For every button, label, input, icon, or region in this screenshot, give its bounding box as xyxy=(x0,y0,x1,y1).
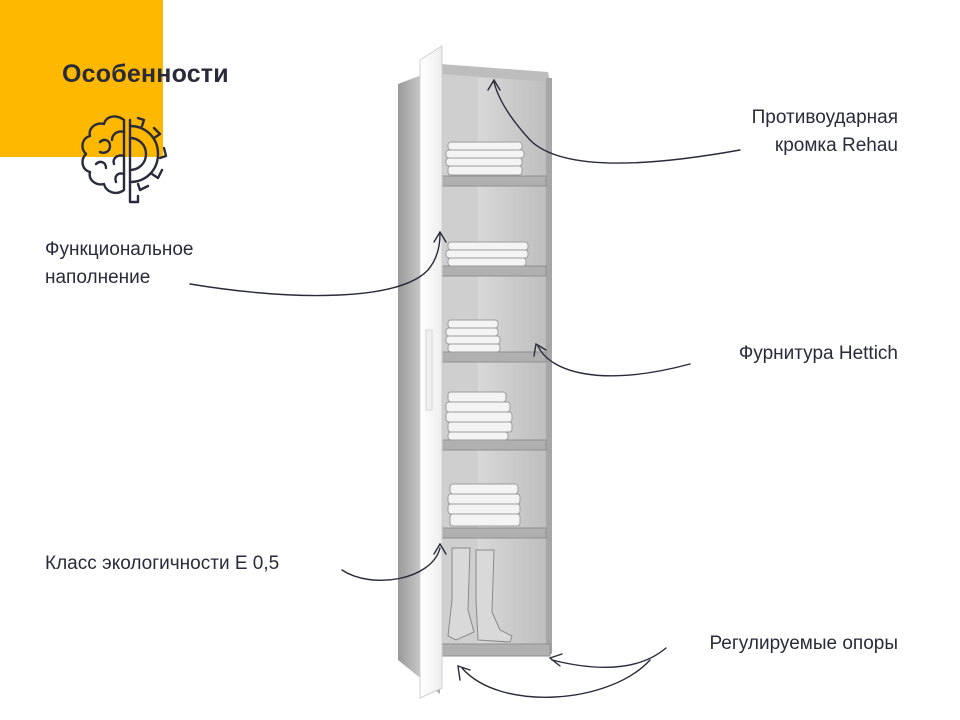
top-panel xyxy=(440,64,550,82)
clothes-stack-5-item xyxy=(447,493,521,505)
clothes-stack-2-item xyxy=(445,249,529,259)
clothes-stack-4-item xyxy=(445,401,511,413)
callout-hettich-hardware: Фурнитура Hettich xyxy=(738,343,898,364)
clothes-stack-3-item xyxy=(445,335,501,345)
clothes-stack-5-item xyxy=(447,503,521,515)
door-handle xyxy=(425,329,433,411)
clothes-stack-3-item xyxy=(447,343,501,353)
callout-functional-filling: Функциональное наполнение xyxy=(45,239,194,288)
bottom-shelf xyxy=(441,643,551,657)
boot-right xyxy=(475,549,513,643)
callout-impact-edge: Противоударная кромка Rehau xyxy=(751,107,898,156)
shelf-3 xyxy=(441,351,547,363)
page-title: Особенности xyxy=(62,60,229,88)
clothes-stack-3-item xyxy=(447,319,499,329)
shelf-1 xyxy=(441,175,547,187)
clothes-stack-1-item xyxy=(447,141,523,151)
right-edge xyxy=(546,78,552,654)
clothes-stack-4-item xyxy=(445,411,513,423)
shelf-2 xyxy=(441,265,547,277)
brain-gear-icon xyxy=(78,112,182,208)
shelf-4 xyxy=(441,439,547,451)
shelf-5 xyxy=(441,527,547,539)
clothes-stack-4-item xyxy=(447,421,513,433)
boot-left xyxy=(447,547,475,641)
clothes-stack-4-item xyxy=(447,391,507,403)
clothes-stack-5-item xyxy=(449,483,519,495)
clothes-stack-4-item xyxy=(447,431,509,441)
clothes-stack-2-item xyxy=(447,257,527,267)
clothes-stack-1-item xyxy=(447,165,523,176)
callout-eco-class: Класс экологичности Е 0,5 xyxy=(45,553,280,574)
accent-block xyxy=(0,0,163,157)
callout-adjustable-supports: Регулируемые опоры xyxy=(709,633,898,654)
clothes-stack-3-item xyxy=(445,327,499,337)
clothes-stack-1-item xyxy=(445,157,523,167)
clothes-stack-2-item xyxy=(447,241,529,251)
clothes-stack-1-item xyxy=(445,149,525,159)
clothes-stack-5-item xyxy=(449,513,521,527)
